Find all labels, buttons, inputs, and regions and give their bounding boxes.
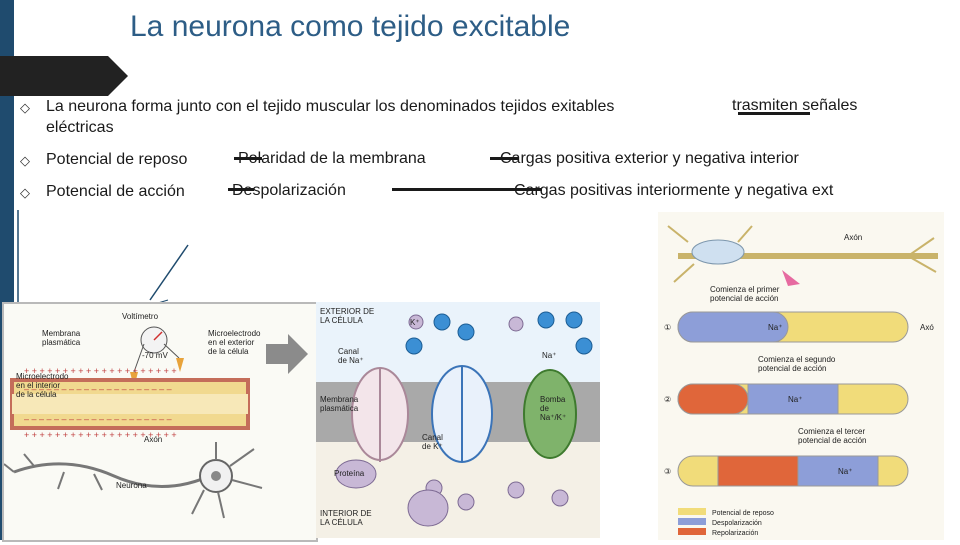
svg-text:en el exterior: en el exterior	[208, 338, 255, 347]
svg-text:plasmática: plasmática	[42, 338, 81, 347]
svg-text:Microelectrodo: Microelectrodo	[16, 372, 69, 381]
svg-text:de la célula: de la célula	[16, 390, 57, 399]
bullet-3-result: Cargas positivas interiormente y negativ…	[514, 182, 834, 199]
svg-text:LA CÉLULA: LA CÉLULA	[320, 518, 363, 527]
bullet-3: ◇ Potencial de acción	[20, 181, 185, 202]
svg-text:de la célula: de la célula	[208, 347, 249, 356]
bullet-2: ◇ Potencial de reposo	[20, 149, 188, 170]
title-tab-shape	[0, 56, 128, 96]
label-axon: Axón	[144, 435, 162, 444]
svg-text:de: de	[540, 404, 549, 413]
svg-text:potencial de acción: potencial de acción	[710, 294, 779, 303]
svg-text:Axón: Axón	[844, 233, 862, 242]
svg-text:+ + + + + + + + + + + + + + +: + + + + + + + + + + + + + + + + + + + +	[24, 366, 177, 376]
legend-depol: Despolarización	[712, 520, 762, 527]
svg-text:Comienza el primer: Comienza el primer	[710, 285, 780, 294]
bullet-2-middle: Polaridad de la membrana	[238, 150, 426, 167]
bullet-3-term: Potencial de acción	[46, 183, 185, 200]
arrow-connector	[490, 157, 518, 160]
svg-text:③: ③	[664, 467, 671, 476]
svg-text:potencial de acción: potencial de acción	[758, 364, 827, 373]
svg-text:plasmática: plasmática	[320, 404, 359, 413]
bullet-1-after: trasmiten señales	[732, 97, 858, 114]
diamond-bullet-icon: ◇	[20, 100, 30, 115]
arrow-connector	[234, 157, 262, 160]
svg-text:+ + + + + + + + + + + + + + +: + + + + + + + + + + + + + + + + + + + +	[24, 430, 177, 440]
svg-text:-70 mV: -70 mV	[142, 351, 168, 360]
svg-text:Comienza el tercer: Comienza el tercer	[798, 427, 865, 436]
arrow-connector	[228, 188, 254, 191]
bullet-1-line2: eléctricas	[46, 119, 114, 136]
svg-text:Na⁺: Na⁺	[788, 395, 802, 404]
label-voltimetro: Voltímetro	[122, 312, 159, 321]
arrow-connector	[738, 112, 810, 115]
svg-text:en el interior: en el interior	[16, 381, 60, 390]
figure-ion-channels: EXTERIOR DE LA CÉLULA K⁺ Canal de Na⁺ Na…	[316, 302, 600, 538]
legend-rest: Potencial de reposo	[712, 510, 774, 517]
svg-text:K⁺: K⁺	[410, 318, 420, 327]
figure-action-potential: Axón Comienza el primer potencial de acc…	[658, 212, 944, 540]
svg-text:potencial de acción: potencial de acción	[798, 436, 867, 445]
svg-text:LA CÉLULA: LA CÉLULA	[320, 316, 363, 325]
figure-resting-potential: + + + + + + + + + + + + + + + + + + + + …	[2, 302, 318, 542]
bullet-1-line1: La neurona forma junto con el tejido mus…	[46, 98, 615, 115]
svg-text:Na⁺: Na⁺	[768, 323, 782, 332]
svg-text:Na⁺: Na⁺	[838, 467, 852, 476]
bullet-1: ◇ La neurona forma junto con el tejido m…	[20, 96, 615, 117]
svg-text:Canal: Canal	[422, 433, 443, 442]
svg-text:Na⁺/K⁺: Na⁺/K⁺	[540, 413, 566, 422]
svg-text:de Na⁺: de Na⁺	[338, 356, 364, 365]
svg-text:Membrana: Membrana	[320, 395, 359, 404]
svg-text:Canal: Canal	[338, 347, 359, 356]
bullet-3-middle: Despolarización	[232, 182, 346, 199]
diamond-bullet-icon: ◇	[20, 153, 30, 168]
svg-text:– – – – – – – – – – – – – – –: – – – – – – – – – – – – – – – – – – – –	[24, 414, 172, 424]
svg-text:de K⁺: de K⁺	[422, 442, 443, 451]
svg-text:②: ②	[664, 395, 671, 404]
label-neurona: Neurona	[116, 481, 147, 490]
svg-text:Axó: Axó	[920, 323, 934, 332]
svg-text:INTERIOR DE: INTERIOR DE	[320, 509, 372, 518]
svg-text:EXTERIOR DE: EXTERIOR DE	[320, 307, 374, 316]
svg-text:Microelectrodo: Microelectrodo	[208, 329, 261, 338]
bullet-2-term: Potencial de reposo	[46, 151, 188, 168]
svg-text:Comienza el segundo: Comienza el segundo	[758, 355, 836, 364]
svg-text:Bomba: Bomba	[540, 395, 566, 404]
bullet-2-result: Cargas positiva exterior y negativa inte…	[500, 150, 799, 167]
legend-repol: Repolarización	[712, 530, 758, 537]
svg-text:– – – – – – – – – – – – – – –: – – – – – – – – – – – – – – – – – – – –	[24, 384, 172, 394]
slide-title: La neurona como tejido excitable	[130, 10, 571, 43]
diamond-bullet-icon: ◇	[20, 185, 30, 200]
svg-text:①: ①	[664, 323, 671, 332]
arrow-connector	[392, 188, 542, 191]
label-proteina: Proteína	[334, 469, 365, 478]
svg-text:Membrana: Membrana	[42, 329, 81, 338]
svg-text:Na⁺: Na⁺	[542, 351, 556, 360]
